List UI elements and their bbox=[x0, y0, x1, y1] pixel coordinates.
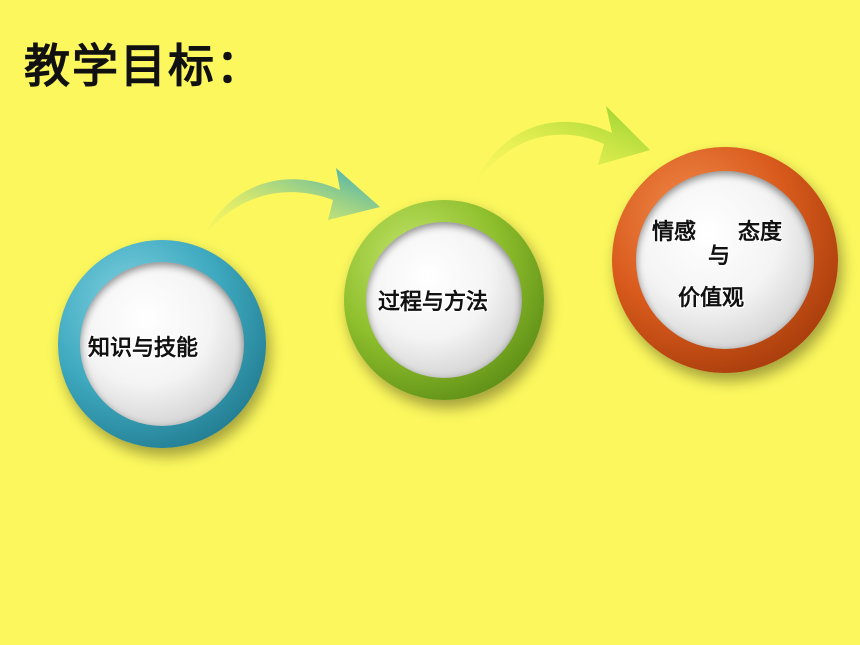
goal-circle-process bbox=[344, 200, 544, 400]
goal-circle-values bbox=[612, 147, 838, 373]
goal-label-connector: 与 bbox=[708, 244, 731, 269]
arrow-1 bbox=[203, 168, 380, 238]
goal-circle-inner bbox=[636, 171, 814, 349]
arrow-2 bbox=[474, 106, 650, 186]
goal-label-attitude: 态度 bbox=[738, 220, 783, 245]
goal-label-emotion: 情感 bbox=[652, 220, 697, 245]
goal-label-values: 价值观 bbox=[678, 286, 745, 311]
goal-circle-knowledge bbox=[58, 240, 266, 448]
goal-label-process: 过程与方法 bbox=[378, 290, 489, 315]
goal-label-knowledge: 知识与技能 bbox=[88, 336, 199, 361]
goal-circle-inner bbox=[80, 262, 244, 426]
goal-circle-inner bbox=[366, 222, 522, 378]
slide-title: 教学目标： bbox=[24, 39, 264, 93]
